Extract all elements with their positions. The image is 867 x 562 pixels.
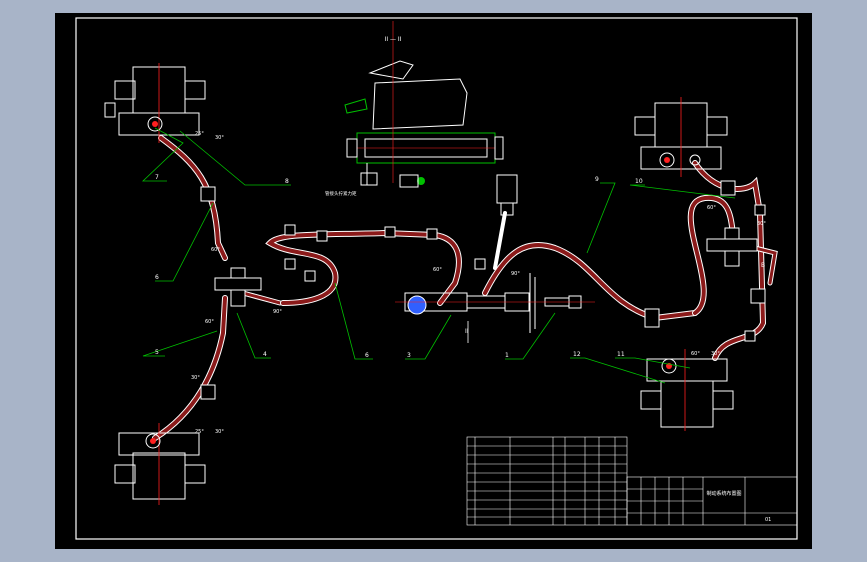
sheet-number: 01 <box>765 517 771 523</box>
pointer-label-6a: 6 <box>155 274 159 281</box>
angle-labels: 25° 30° 60° 60° 90° 30° 25° 30° 60° 90° … <box>191 131 766 435</box>
caliper-rear-right <box>640 349 734 431</box>
brake-master-cylinder-section <box>344 21 504 188</box>
parts-list-table <box>466 436 628 526</box>
title-block <box>626 476 798 526</box>
pointer-label-10: 10 <box>635 178 643 185</box>
angle-label: 25° <box>195 429 204 435</box>
pointer-label-1: 1 <box>505 352 509 359</box>
pointer-label-5: 5 <box>155 349 159 356</box>
angle-label: 60° <box>205 319 214 325</box>
angle-label: 30° <box>215 429 224 435</box>
tee-fittings <box>200 180 766 400</box>
section-view-label: II — II II B 管接头拧紧力矩 <box>325 36 765 335</box>
section-mark: II — II <box>385 36 402 43</box>
angle-label: 30° <box>191 375 200 381</box>
torque-note: 管接头拧紧力矩 <box>325 190 357 197</box>
pointer-label-12: 12 <box>573 351 581 358</box>
leader-lines <box>141 127 736 384</box>
angle-label: 60° <box>691 351 700 357</box>
pointer-label-9: 9 <box>595 176 599 183</box>
pointer-label-4: 4 <box>263 351 267 358</box>
drawing-title: 制动系统布置图 <box>706 490 741 497</box>
cad-drawing: II — II II B 管接头拧紧力矩 7 8 6 5 4 6 3 1 9 1… <box>75 17 798 540</box>
angle-label: 60° <box>211 247 220 253</box>
angle-label: 25° <box>195 131 204 137</box>
angle-label: 90° <box>511 271 520 277</box>
pointer-label-8: 8 <box>285 178 289 185</box>
pointer-label-3: 3 <box>407 352 411 359</box>
pointer-label-11: 11 <box>617 351 625 358</box>
caliper-front-left <box>104 63 206 143</box>
angle-label: 90° <box>273 309 282 315</box>
pointer-label-7: 7 <box>155 174 159 181</box>
view-mark-b: B <box>761 262 765 269</box>
master-cylinder <box>395 174 595 333</box>
view-mark-ii: II <box>465 328 469 335</box>
angle-label: 30° <box>757 221 766 227</box>
caliper-rear-left <box>114 423 206 505</box>
angle-label: 60° <box>433 267 442 273</box>
angle-label: 60° <box>707 205 716 211</box>
angle-label: 30° <box>215 135 224 141</box>
pointer-label-6b: 6 <box>365 352 369 359</box>
pointer-labels: 7 8 6 5 4 6 3 1 9 10 12 11 <box>155 174 643 359</box>
caliper-front-right <box>634 97 728 177</box>
drawing-sheet: II — II II B 管接头拧紧力矩 7 8 6 5 4 6 3 1 9 1… <box>55 13 812 549</box>
angle-label: 30° <box>711 351 720 357</box>
drawing-frame <box>75 17 798 540</box>
